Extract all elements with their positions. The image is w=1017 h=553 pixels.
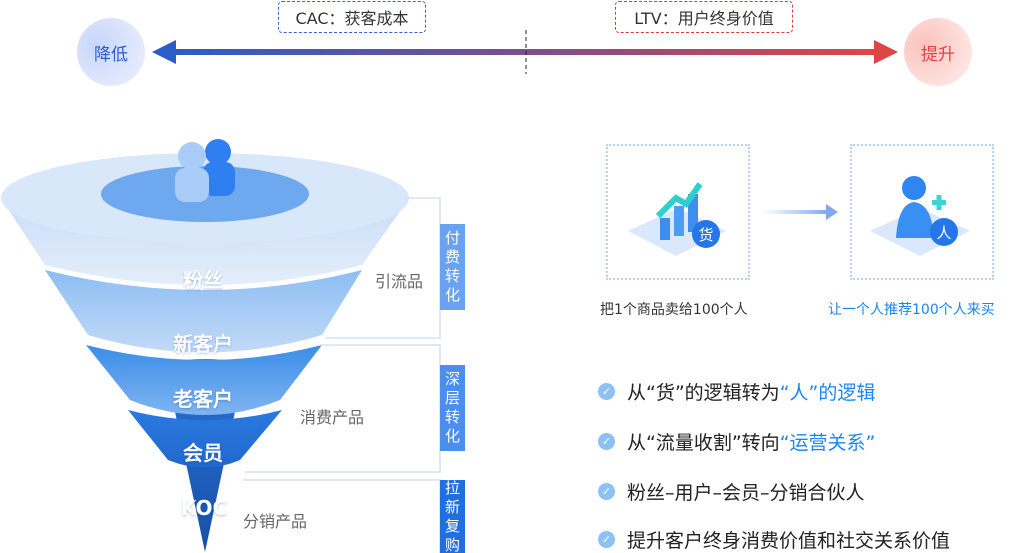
goods-badge: 货 bbox=[698, 226, 713, 244]
bullet-highlight: “运营关系” bbox=[779, 432, 876, 454]
bullet-item: ✓ 从“流量收割”转向“运营关系” bbox=[598, 428, 875, 455]
stage-paid-conversion: 付费转化 bbox=[440, 224, 465, 310]
funnel-label-koc: KOC bbox=[180, 496, 228, 520]
increase-circle: 提升 bbox=[904, 18, 972, 86]
value-axis bbox=[152, 30, 898, 74]
check-icon: ✓ bbox=[598, 433, 615, 450]
goods-growth-icon: 货 bbox=[628, 182, 726, 256]
bullet-item: ✓ 粉丝–用户–会员–分销合伙人 bbox=[598, 478, 865, 505]
goods-card: 货 bbox=[606, 144, 750, 280]
bullet-text: 提升客户终身消费价值和社交关系价值 bbox=[627, 530, 951, 552]
funnel-label-fans: 粉丝 bbox=[183, 268, 223, 292]
transition-arrow-icon bbox=[762, 204, 838, 220]
funnel-label-new-customer: 新客户 bbox=[173, 332, 233, 356]
bullet-text: 从“货”的逻辑转为 bbox=[627, 382, 780, 404]
person-add-icon: 人 bbox=[870, 176, 970, 256]
stage-acquire-repurchase: 拉新复购 bbox=[440, 479, 465, 553]
funnel-graphic bbox=[1, 139, 409, 552]
ltv-label: LTV：用户终身价值 bbox=[615, 1, 793, 33]
funnel-layer-new-customer bbox=[45, 270, 362, 353]
check-icon: ✓ bbox=[598, 383, 615, 400]
bullet-text: 粉丝–用户–会员–分销合伙人 bbox=[627, 482, 865, 504]
product-consumer: 消费产品 bbox=[300, 408, 365, 427]
right-arrowhead-icon bbox=[874, 40, 898, 64]
people-badge: 人 bbox=[936, 224, 951, 242]
funnel-label-member: 会员 bbox=[183, 441, 223, 465]
bullet-highlight: “人”的逻辑 bbox=[779, 382, 876, 404]
bullet-item: ✓ 提升客户终身消费价值和社交关系价值 bbox=[598, 526, 950, 553]
check-icon: ✓ bbox=[598, 531, 615, 548]
cac-label: CAC：获客成本 bbox=[278, 1, 426, 33]
users-icon bbox=[175, 139, 235, 202]
axis-line bbox=[170, 49, 880, 55]
people-caption: 让一个人推荐100个人来买 bbox=[828, 302, 995, 318]
check-icon: ✓ bbox=[598, 483, 615, 500]
product-distribution: 分销产品 bbox=[243, 512, 308, 531]
funnel-label-old-customer: 老客户 bbox=[173, 387, 233, 411]
funnel-layer-old-customer bbox=[86, 345, 322, 415]
people-card: 人 bbox=[850, 144, 994, 280]
goods-caption: 把1个商品卖给100个人 bbox=[600, 302, 748, 318]
product-lead: 引流品 bbox=[375, 272, 424, 291]
funnel-layer-member bbox=[128, 410, 282, 468]
bullet-text: 从“流量收割”转向 bbox=[627, 432, 780, 454]
decrease-circle: 降低 bbox=[77, 18, 145, 86]
left-arrowhead-icon bbox=[152, 40, 176, 64]
bullet-item: ✓ 从“货”的逻辑转为“人”的逻辑 bbox=[598, 378, 875, 405]
stage-deep-conversion: 深层转化 bbox=[440, 365, 465, 451]
